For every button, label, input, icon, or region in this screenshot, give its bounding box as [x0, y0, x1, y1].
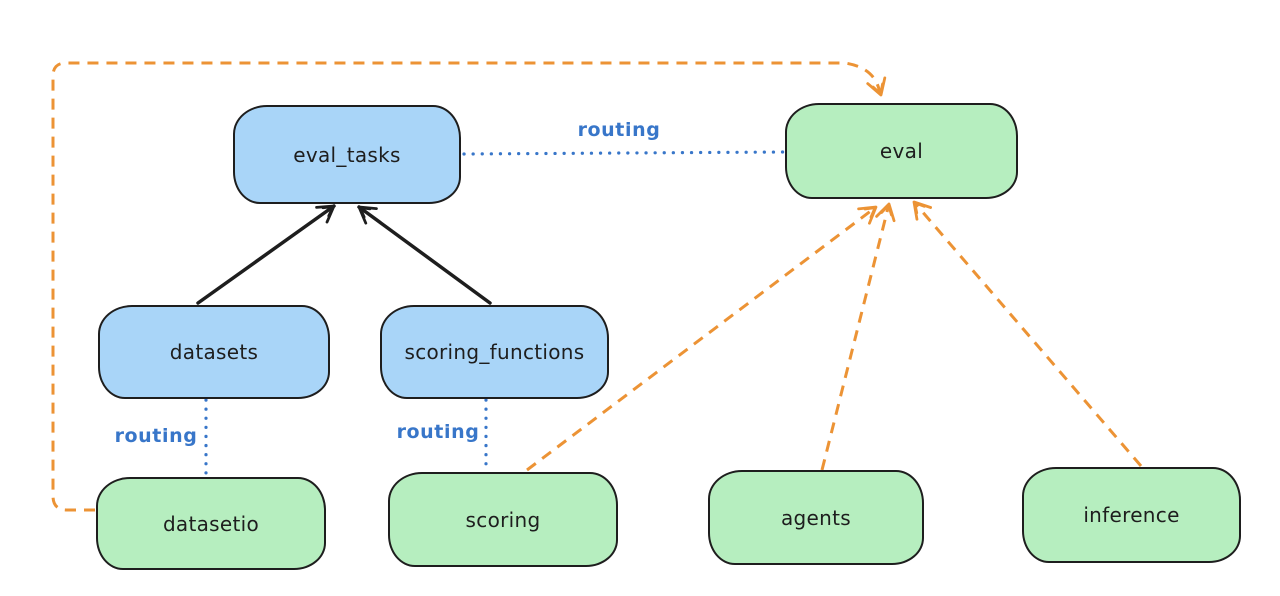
node-inference[interactable]: inference	[1022, 467, 1241, 563]
node-label: eval_tasks	[293, 142, 401, 167]
edge-label-routing-datasets-datasetio: routing	[114, 425, 198, 447]
edge-agents-to-eval[interactable]	[820, 202, 896, 471]
edge-scoring_functions-to-eval_tasks[interactable]	[357, 205, 492, 305]
node-label: scoring_functions	[404, 340, 585, 364]
edge-scoring-to-eval[interactable]	[526, 205, 878, 472]
node-datasetio[interactable]: datasetio	[96, 477, 326, 570]
node-label: datasetio	[162, 511, 260, 536]
node-agents[interactable]: agents	[708, 470, 924, 565]
node-label: datasets	[169, 340, 259, 364]
node-scoring[interactable]: scoring	[388, 472, 618, 567]
node-label: agents	[781, 505, 851, 530]
edge-datasets-to-eval_tasks[interactable]	[196, 204, 336, 305]
node-datasets[interactable]: datasets	[98, 305, 330, 399]
edge-inference-to-eval[interactable]	[912, 200, 1143, 467]
node-eval[interactable]: eval	[785, 103, 1018, 199]
edge-eval_tasks-to-eval[interactable]	[462, 150, 785, 156]
edge-label-routing-scoring_functions-scoring: routing	[396, 421, 480, 443]
node-label: scoring	[465, 507, 541, 532]
node-scoring_functions[interactable]: scoring_functions	[380, 305, 609, 399]
edge-datasetio-to-eval[interactable]	[51, 61, 887, 512]
node-label: eval	[879, 139, 924, 163]
node-eval_tasks[interactable]: eval_tasks	[233, 105, 461, 204]
node-label: inference	[1083, 503, 1180, 527]
edge-label-routing-eval_tasks-eval: routing	[577, 119, 661, 141]
